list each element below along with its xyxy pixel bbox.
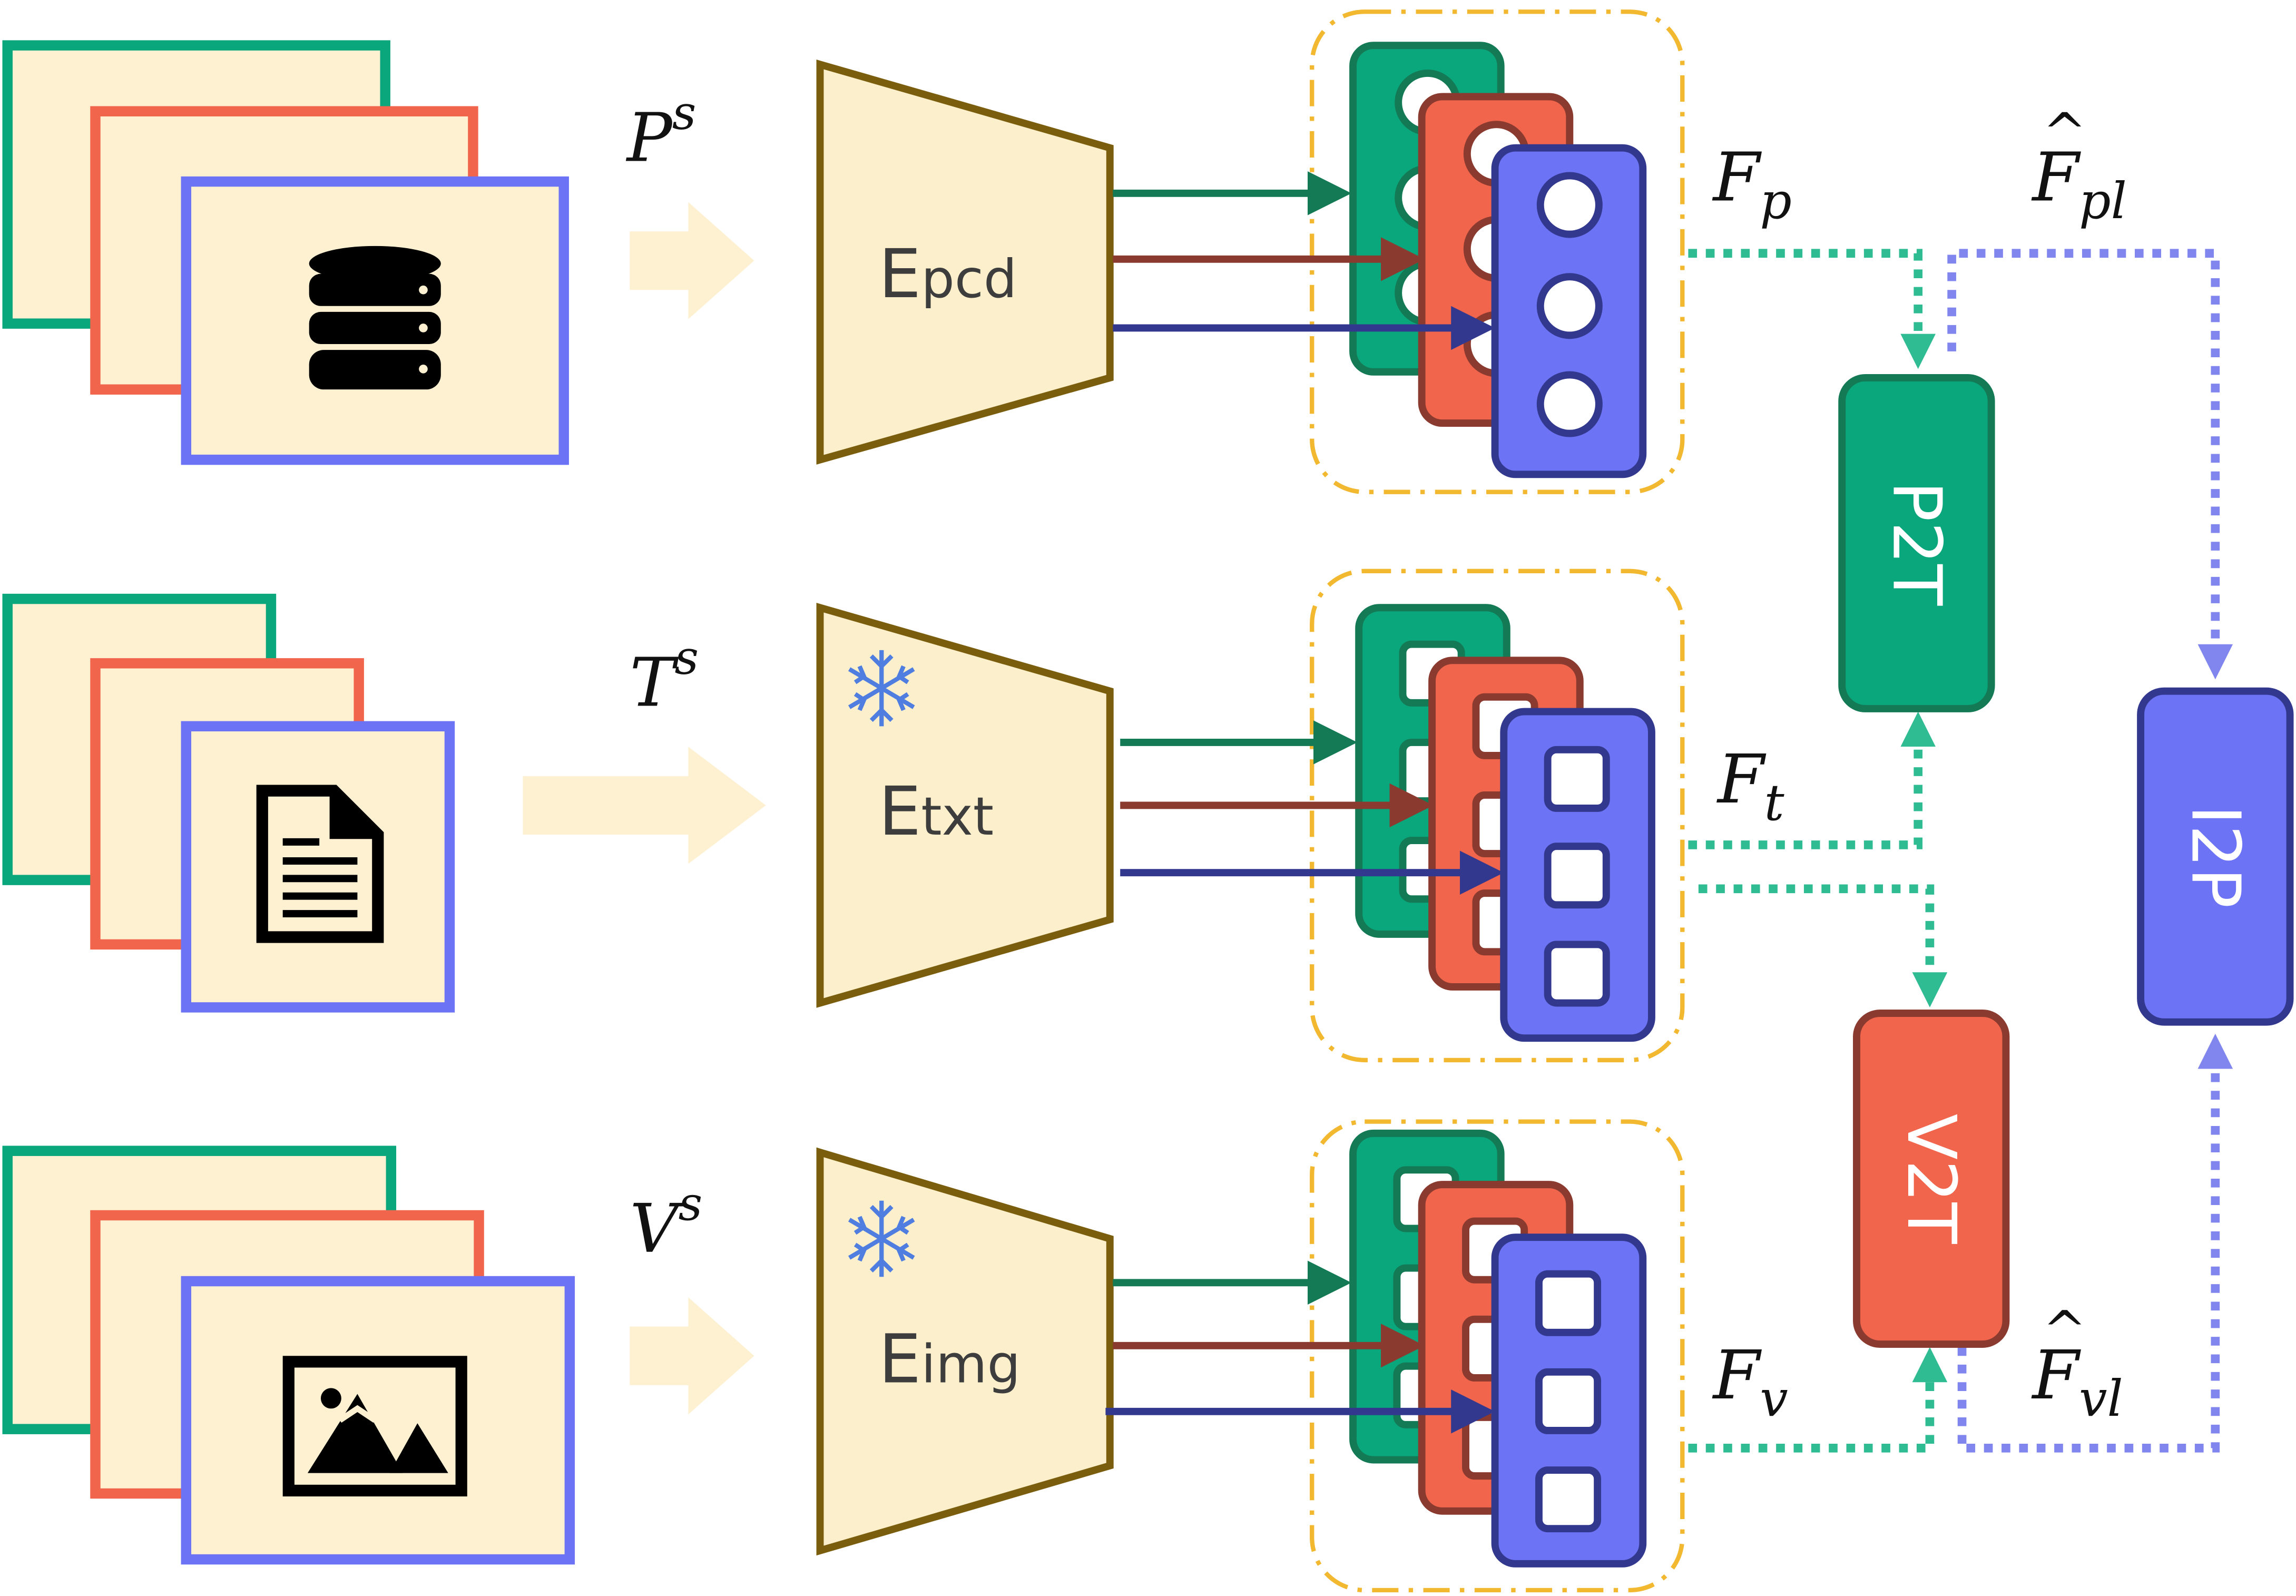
- input-stack-img: [2, 1145, 575, 1565]
- label-vs: Vs: [630, 1176, 702, 1268]
- label-fpl: Fpl: [2031, 139, 2126, 230]
- connector-ft-p2t: [1688, 711, 1936, 849]
- encoder-pcd: [816, 60, 1114, 465]
- encoder-txt: [816, 603, 1114, 1008]
- connector-fpl-i2p: [1947, 249, 2233, 680]
- snowflake-icon: [848, 1200, 915, 1277]
- connector-fvl-i2p: [1957, 1033, 2233, 1453]
- input-arrow-img: [630, 1297, 754, 1415]
- feature-group-img: [1310, 1119, 1685, 1593]
- encoder-pcd-label: Epcd: [879, 235, 1017, 314]
- input-arrow-pcd: [630, 202, 754, 319]
- module-p2t: P2T: [1838, 374, 1995, 712]
- input-arrow-txt: [523, 747, 766, 864]
- connector-fp-p2t: [1688, 249, 1936, 369]
- module-p2t-label: P2T: [1877, 481, 1956, 606]
- label-fpl-hat: ^: [2043, 102, 2087, 163]
- connector-ft-v2t: [1698, 884, 1948, 1007]
- encoder-img-label: Eimg: [879, 1320, 1021, 1398]
- label-fv: Fv: [1712, 1336, 1788, 1428]
- label-fvl-hat: ^: [2043, 1299, 2087, 1361]
- input-stack-txt: [2, 593, 455, 1013]
- input-stack-pcd: [2, 40, 569, 465]
- module-i2p-label: I2P: [2176, 805, 2254, 908]
- snowflake-icon: [848, 650, 915, 727]
- dotted-connectors: [1688, 249, 2233, 1453]
- image-icon: [282, 1356, 467, 1497]
- document-icon: [256, 785, 384, 943]
- label-fvl: Fvl: [2031, 1336, 2123, 1428]
- module-v2t: V2T: [1853, 1010, 2010, 1348]
- encoder-img: [816, 1147, 1114, 1556]
- feature-group-txt: [1310, 569, 1685, 1063]
- encoder-txt-label: Etxt: [879, 772, 994, 851]
- database-icon: [309, 246, 441, 390]
- module-i2p: I2P: [2137, 687, 2294, 1026]
- label-ft: Ft: [1716, 740, 1785, 832]
- module-v2t-label: V2T: [1892, 1114, 1970, 1245]
- label-fp: Fp: [1712, 139, 1792, 230]
- label-ts: Ts: [630, 630, 699, 722]
- feature-group-pcd: [1310, 9, 1685, 494]
- label-ps: Ps: [626, 85, 696, 178]
